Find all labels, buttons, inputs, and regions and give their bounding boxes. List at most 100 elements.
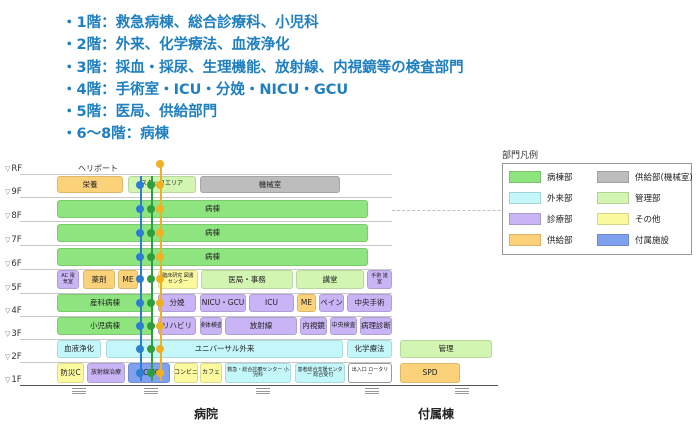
room-icu: ICU: [249, 294, 294, 312]
room-dialysis: 血液浄化: [57, 340, 101, 358]
floor-description-1f: ・1階：救急病棟、総合診療科、小児科: [62, 15, 319, 31]
legend-label: 診療部: [547, 214, 573, 225]
circulation-dot: [156, 275, 164, 283]
building-label-hospital: 病院: [194, 407, 219, 421]
level-label-6f: ▽6F: [5, 259, 22, 269]
room-surgery-rooms: 手術 諸室: [367, 270, 392, 289]
floor-description-6-8f: ・6～8階：病棟: [62, 126, 170, 143]
room-nicu-gcu: NICU・GCU: [200, 294, 246, 312]
circulation-dot: [147, 345, 155, 353]
legend-swatch: [597, 170, 629, 183]
legend-label: 付属施設: [635, 235, 670, 246]
room-patient-support-center: 患者総合支援センター 総合受付: [295, 363, 345, 383]
floor-description-5f: ・5階：医局、供給部門: [62, 104, 218, 121]
room-central-lab: 中央検査: [330, 317, 357, 335]
room-radiotherapy: 放射線治療: [87, 363, 125, 383]
circulation-dot: [156, 369, 164, 377]
floor-line: [20, 174, 392, 175]
room-cafe: カフェ: [200, 363, 222, 383]
floor-description-4f: ・4階：手術室・ICU・分娩・NICU・GCU: [62, 81, 349, 98]
circulation-dot: [156, 322, 164, 330]
circulation-dot: [147, 181, 155, 189]
circulation-dot: [136, 229, 144, 237]
legend-item: 供給部(機械室): [597, 170, 693, 183]
annex-management: 管理: [400, 340, 492, 358]
level-label-7f: ▽7F: [5, 235, 22, 245]
circulation-dot: [136, 275, 144, 283]
legend-title: 部門凡例: [502, 151, 539, 161]
room-pathology: 病理診断: [360, 317, 392, 335]
annex-spd: SPD: [400, 363, 460, 383]
circulation-dot: [156, 181, 164, 189]
ward-8f: 病棟: [57, 200, 368, 218]
legend-box: 病棟部 供給部(機械室) 外来部 管理部 診療部 その他 供給部 付属施設: [502, 163, 693, 255]
ground-line: [20, 385, 498, 386]
circulation-dot: [136, 299, 144, 307]
floor-description-2f: ・2階：外来、化学療法、血液浄化: [62, 37, 290, 54]
level-marker-icon: ▽: [5, 260, 11, 268]
circulation-dot: [156, 229, 164, 237]
level-label-3f: ▽3F: [5, 329, 22, 339]
room-convenience-store: コンビニ: [174, 363, 198, 383]
legend-swatch: [597, 191, 629, 204]
room-specimen-test: 検体検査: [200, 317, 222, 335]
legend-item: 外来部: [509, 191, 573, 204]
circulation-dot: [147, 275, 155, 283]
floor-line: [20, 245, 392, 246]
ward-7f: 病棟: [57, 224, 368, 242]
circulation-dot: [136, 322, 144, 330]
legend-swatch: [509, 212, 541, 225]
legend-label: 管理部: [635, 193, 661, 204]
room-nutrition: 栄養: [57, 176, 123, 193]
room-disaster-center: 防災C: [57, 363, 84, 383]
level-label-rf: ▽RF: [5, 164, 23, 174]
level-marker-icon: ▽: [5, 236, 11, 244]
room-emergency-center: 救急・総合診療センター 小児科: [225, 363, 291, 383]
room-central-surgery: 中央手術: [347, 294, 392, 312]
legend-item: 診療部: [509, 212, 573, 225]
legend-item: 供給部: [509, 233, 573, 246]
level-label-9f: ▽9F: [5, 187, 22, 197]
heliport-label: ヘリポート: [78, 164, 118, 173]
legend-swatch: [509, 233, 541, 246]
circulation-dot: [147, 253, 155, 261]
circulation-dot: [156, 345, 164, 353]
circulation-dot: [156, 253, 164, 261]
circulation-dot: [136, 205, 144, 213]
floor-line: [20, 316, 392, 317]
room-medical-office: 医局・事務: [201, 270, 293, 289]
room-chemotherapy: 化学療法: [347, 340, 392, 358]
circulation-dot: [136, 369, 144, 377]
room-radiology: 放射線: [225, 317, 297, 335]
circulation-dot: [147, 299, 155, 307]
room-pharmacy: 薬剤: [83, 270, 115, 289]
room-universal-outpatient: ユニバーサル外来: [106, 340, 343, 358]
floor-description-3f: ・3階：採血・採尿、生理機能、放射線、内視鏡等の検査部門: [62, 59, 464, 76]
room-pain: ペイン: [319, 294, 344, 312]
circulation-line-orange: [160, 162, 162, 381]
level-label-4f: ▽4F: [5, 306, 22, 316]
stairs-icon: [144, 388, 158, 394]
room-pediatric-ward: 小児病棟: [57, 317, 153, 335]
room-clinical-research: 臨床研究 図書センター: [158, 270, 198, 289]
legend-item: 管理部: [597, 191, 661, 204]
legend-item: その他: [597, 212, 661, 225]
level-marker-icon: ▽: [5, 376, 11, 384]
circulation-dot: [156, 205, 164, 213]
level-marker-icon: ▽: [5, 188, 11, 196]
legend-swatch: [597, 212, 629, 225]
stairs-icon: [256, 388, 270, 394]
level-label-5f: ▽5F: [5, 283, 22, 293]
room-auditorium: 講堂: [296, 270, 364, 289]
ward-6f: 病棟: [57, 248, 368, 266]
building-label-annex: 付属棟: [418, 407, 455, 421]
room-obstetrics-ward: 産科病棟: [57, 294, 153, 312]
legend-swatch: [509, 170, 541, 183]
legend-swatch: [509, 191, 541, 204]
room-machine-room: 機械室: [200, 176, 340, 193]
stairs-icon: [72, 388, 86, 394]
level-marker-icon: ▽: [5, 212, 11, 220]
circulation-dot: [136, 253, 144, 261]
room-endoscopy: 内視鏡: [300, 317, 327, 335]
legend-label: 供給部: [547, 235, 573, 246]
